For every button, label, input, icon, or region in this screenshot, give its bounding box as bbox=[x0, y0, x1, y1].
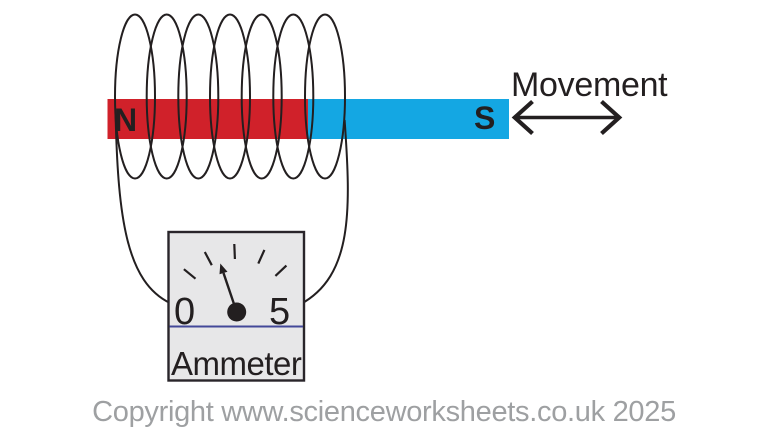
bar-magnet bbox=[107, 99, 509, 139]
dial-tick bbox=[203, 251, 213, 266]
ammeter-scale-min: 0 bbox=[174, 291, 196, 333]
dial-tick bbox=[257, 249, 266, 265]
dial-tick bbox=[183, 268, 197, 280]
coil-turn bbox=[240, 13, 283, 180]
coil-lead-left bbox=[114, 114, 171, 304]
ammeter bbox=[167, 230, 306, 382]
dial-tick bbox=[233, 243, 236, 260]
dial-tick bbox=[274, 264, 288, 277]
ammeter-label: Ammeter bbox=[171, 345, 302, 382]
ammeter-ticks bbox=[183, 243, 288, 280]
coil-turn bbox=[272, 13, 315, 180]
copyright-watermark: Copyright www.scienceworksheets.co.uk 20… bbox=[92, 396, 676, 428]
north-pole-label: N bbox=[114, 102, 138, 138]
coil-turn bbox=[145, 13, 188, 180]
movement-arrowhead-right bbox=[600, 99, 623, 136]
magnet-north-pole bbox=[107, 99, 308, 139]
movement-arrowhead-left bbox=[511, 99, 534, 136]
coil-turn bbox=[304, 13, 346, 180]
coil-turn bbox=[209, 13, 251, 180]
magnet-south-pole bbox=[308, 99, 509, 139]
needle-pivot bbox=[227, 302, 247, 322]
coil-lead-right bbox=[299, 119, 349, 306]
movement-label: Movement bbox=[511, 66, 668, 104]
coil-turn bbox=[177, 13, 220, 180]
needle-arrowhead-icon bbox=[219, 263, 228, 275]
south-pole-label: S bbox=[474, 100, 496, 136]
coil bbox=[114, 13, 349, 306]
ammeter-scale-max: 5 bbox=[269, 291, 291, 333]
movement-arrow-icon bbox=[511, 99, 623, 136]
ammeter-needle bbox=[219, 263, 247, 322]
coil-turn bbox=[114, 13, 156, 180]
